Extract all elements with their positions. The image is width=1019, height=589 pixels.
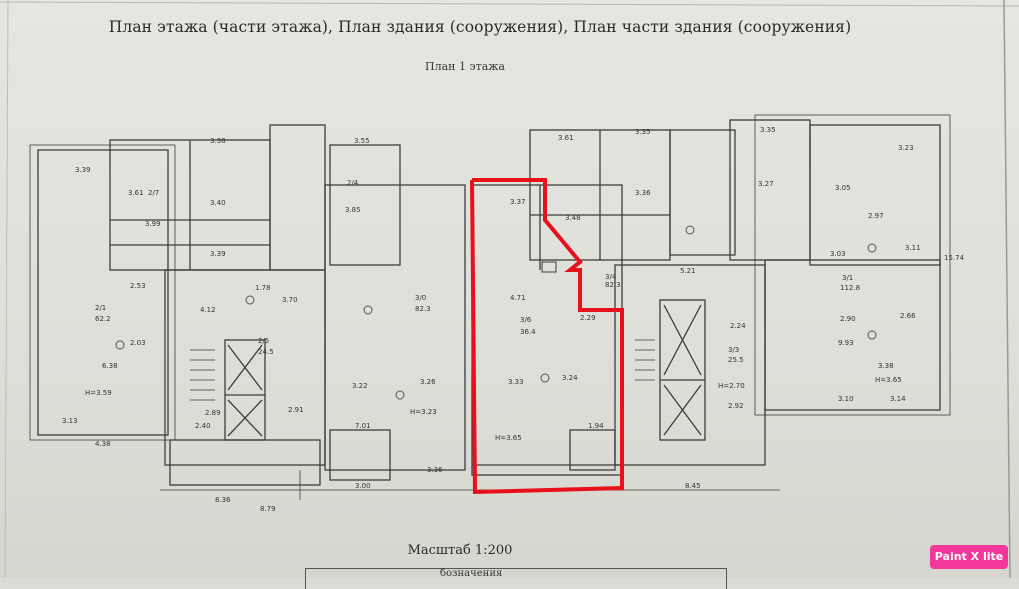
hl-dim-5: 2.29 <box>580 314 596 322</box>
plan-label: 2.92 <box>728 402 744 410</box>
room-3-1-top <box>809 124 941 266</box>
plan-label: 3.38 <box>878 362 894 370</box>
hl-dim-6: 1.94 <box>588 422 604 430</box>
plan-label: 8.79 <box>260 505 276 513</box>
room-2-4 <box>329 144 401 266</box>
plan-label: 3.23 <box>898 144 914 152</box>
room-3-1 <box>764 259 941 411</box>
plan-label: 3.55 <box>354 137 370 145</box>
rooms-right-mid <box>614 264 766 466</box>
floor-subtitle: План 1 этажа <box>425 60 505 73</box>
plan-label: 2.03 <box>130 339 146 347</box>
legend-fragment: бозначения <box>440 568 503 579</box>
plan-label: 15.74 <box>944 254 965 262</box>
plan-label: 3.39 <box>75 166 91 174</box>
plan-label: 2.24 <box>730 322 746 330</box>
plan-label: 8.36 <box>215 496 231 504</box>
paint-x-lite-badge: Paint X lite <box>930 545 1008 569</box>
plan-label: 3.61 <box>128 189 144 197</box>
plan-label: 112.8 <box>840 284 860 292</box>
plan-label: 3.11 <box>905 244 921 252</box>
plan-label: 3/1 <box>842 274 853 282</box>
plan-label: 3.35 <box>760 126 776 134</box>
room-left-large <box>37 149 169 436</box>
plan-label: 7.01 <box>355 422 371 430</box>
plan-label: 3.36 <box>635 189 651 197</box>
plan-label: 24.5 <box>258 348 274 356</box>
plan-label: 3.99 <box>145 220 161 228</box>
hl-dim-4: 3.24 <box>562 374 578 382</box>
plan-label: 3.10 <box>838 395 854 403</box>
plan-label: 4.38 <box>95 440 111 448</box>
plan-label: 3.36 <box>427 466 443 474</box>
plan-label: 82.3 <box>605 281 621 289</box>
plan-label: 2.91 <box>288 406 304 414</box>
plan-label: 3.22 <box>352 382 368 390</box>
plan-label: 2/5 <box>258 337 269 345</box>
room-3-0 <box>324 184 466 471</box>
plan-label: 2/4 <box>347 179 359 187</box>
plan-label: 8.45 <box>685 482 701 490</box>
plan-label: 3.14 <box>890 395 906 403</box>
plan-label: 2.97 <box>868 212 884 220</box>
plan-label: 3.26 <box>420 378 436 386</box>
plan-label: 9.93 <box>838 339 854 347</box>
plan-label: 3.70 <box>282 296 298 304</box>
plan-label: 3.00 <box>355 482 371 490</box>
hl-dim-3: 3.33 <box>508 378 524 386</box>
plan-label: 3.27 <box>758 180 774 188</box>
plan-label: 2/7 <box>148 189 159 197</box>
plan-label: 3.40 <box>210 199 226 207</box>
plan-label: 3/0 <box>415 294 426 302</box>
plan-label: 3.13 <box>62 417 78 425</box>
plan-label: 3.48 <box>565 214 581 222</box>
plan-label: 3.03 <box>830 250 846 258</box>
highlighted-unit-outline <box>470 178 624 495</box>
plan-label: 3.05 <box>835 184 851 192</box>
plan-label: 3/3 <box>728 346 739 354</box>
plan-label: 3.61 <box>558 134 574 142</box>
plan-label: 82.3 <box>415 305 431 313</box>
plan-label: 6.38 <box>102 362 118 370</box>
scale-label: Масштаб 1:200 <box>407 543 513 558</box>
plan-label: 1.78 <box>255 284 271 292</box>
plan-label: H=3.59 <box>85 389 112 397</box>
plan-label: 62.2 <box>95 315 111 323</box>
plan-label: 5.21 <box>680 267 696 275</box>
plan-label: H=2.70 <box>718 382 745 390</box>
hl-room-area: 36.4 <box>520 328 536 336</box>
plan-label: 3/4 <box>605 273 617 281</box>
stair-left <box>224 339 266 441</box>
hl-height: H=3.65 <box>495 434 522 442</box>
plan-label: 2.53 <box>130 282 146 290</box>
legend-box <box>305 568 727 589</box>
plan-label: 2.90 <box>840 315 856 323</box>
plan-label: 3.35 <box>635 128 651 136</box>
hl-dim-top: 3.37 <box>510 198 526 206</box>
plan-label: 2.40 <box>195 422 211 430</box>
hl-dim-2: 4.71 <box>510 294 526 302</box>
plan-label: 2.89 <box>205 409 221 417</box>
stair-right <box>659 299 706 441</box>
plan-label: 3.38 <box>210 137 226 145</box>
plan-label: H=3.23 <box>410 408 437 416</box>
plan-label: 3.39 <box>210 250 226 258</box>
page-title: План этажа (части этажа), План здания (с… <box>108 18 852 36</box>
plan-label: 2.66 <box>900 312 916 320</box>
plan-label: 4.12 <box>200 306 216 314</box>
plan-label: 3.85 <box>345 206 361 214</box>
plan-label: 2/1 <box>95 304 106 312</box>
hl-room-number: 3/6 <box>520 316 532 324</box>
plan-label: 25.5 <box>728 356 744 364</box>
plan-label: H=3.65 <box>875 376 902 384</box>
